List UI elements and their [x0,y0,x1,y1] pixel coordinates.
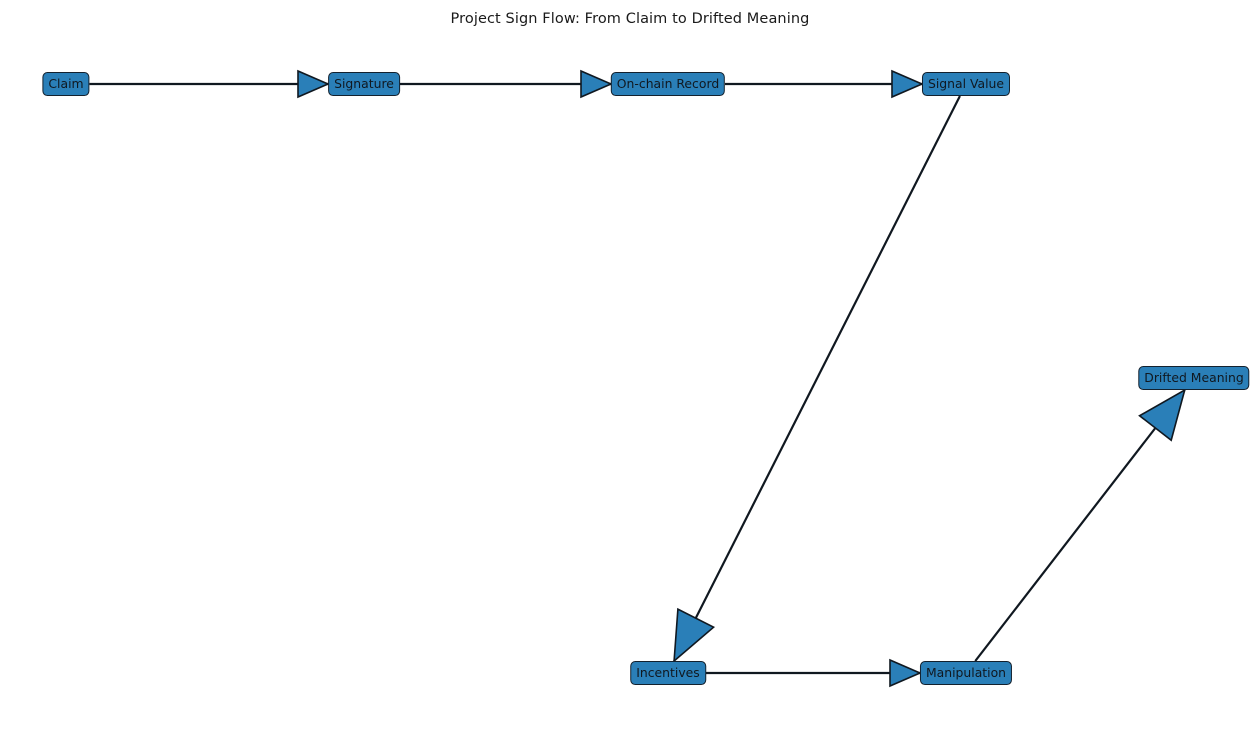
edge-arrowhead-group [297,69,1187,688]
edge-arrowhead-e6 [1138,388,1187,442]
node-manipulation[interactable]: Manipulation [919,661,1013,685]
node-label: Claim [48,75,84,91]
node-label: Drifted Meaning [1144,369,1244,385]
edge-arrowhead-e5 [889,658,923,688]
node-signal_value[interactable]: Signal Value [921,72,1011,96]
edge-line-e6 [974,389,1186,662]
node-label: Manipulation [925,664,1007,680]
node-label: Signal Value [927,75,1005,91]
node-claim[interactable]: Claim [42,72,90,96]
node-incentives[interactable]: Incentives [630,661,706,685]
edge-line-e4 [673,95,961,662]
node-label: Incentives [636,664,700,680]
node-signature[interactable]: Signature [328,72,400,96]
edge-arrowhead-e1 [297,69,331,99]
node-onchain_record[interactable]: On-chain Record [610,72,726,96]
edge-line-group [89,82,1186,675]
figure-title: Project Sign Flow: From Claim to Drifted… [450,11,810,27]
edge-arrowhead-e2 [580,69,614,99]
node-label: Signature [334,75,394,91]
node-drifted_meaning[interactable]: Drifted Meaning [1138,366,1250,390]
edge-arrowhead-e4 [673,607,716,663]
edge-arrowhead-e3 [891,69,925,99]
node-label: On-chain Record [616,75,720,91]
